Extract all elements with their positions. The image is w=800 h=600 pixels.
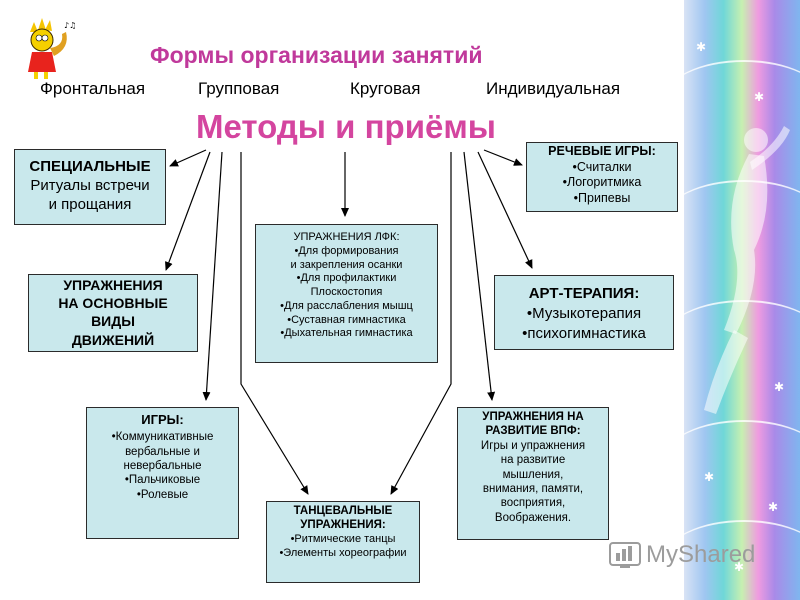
box-dance-head-line: УПРАЖНЕНИЯ: — [300, 519, 386, 532]
box-vpf-line: внимания, памяти, — [482, 482, 584, 495]
box-games-line: •Пальчиковые — [124, 474, 201, 487]
sparkle-icon: ✱ — [734, 560, 745, 574]
myshared-logo-text: MyShared — [646, 541, 756, 568]
box-basic-head-line: НА ОСНОВНЫЕ — [58, 295, 168, 312]
box-lfk-line: •Для расслабления мышц — [280, 299, 413, 312]
box-lfk: УПРАЖНЕНИЯ ЛФК: •Для формирования и закр… — [255, 224, 438, 363]
box-games-line: вербальные и — [125, 445, 200, 458]
arrow-to-special — [169, 149, 207, 167]
box-dance-line: •Ритмические танцы — [290, 532, 396, 545]
box-games-line: •Коммуникативные — [111, 431, 214, 444]
box-games: ИГРЫ: •Коммуникативные вербальные и неве… — [86, 407, 239, 539]
box-games-line: •Ролевые — [136, 488, 189, 501]
box-art-line: •Музыкотерапия — [526, 304, 642, 322]
box-lfk-line: и закрепления осанки — [290, 258, 403, 271]
form-frontal: Фронтальная — [40, 79, 146, 98]
box-dance-line: •Элементы хореографии — [279, 546, 407, 559]
box-lfk-line: •Для формирования — [294, 244, 399, 257]
methods-heading: Методы и приёмы — [196, 108, 496, 145]
sparkle-icon: ✱ — [704, 470, 715, 484]
dancer-silhouette-icon — [704, 126, 790, 414]
form-group: Групповая — [198, 79, 280, 98]
box-basic-head-line: ДВИЖЕНИЙ — [71, 331, 155, 348]
box-lfk-line: •Дыхательная гимнастика — [280, 327, 413, 340]
box-dance-head-line: ТАНЦЕВАЛЬНЫЕ — [293, 505, 393, 517]
box-games-line: невербальные — [123, 460, 202, 472]
box-vpf-line: на развитие — [500, 454, 566, 467]
box-special-line: Ритуалы встречи — [30, 176, 150, 194]
arrow-to-art — [477, 151, 533, 269]
box-vpf-line: Игры и упражнения — [480, 439, 586, 452]
box-special-head: СПЕЦИАЛЬНЫЕ — [29, 158, 151, 175]
box-art-head: АРТ-ТЕРАПИЯ: — [528, 285, 640, 302]
sparkle-icon: ✱ — [774, 380, 785, 394]
box-speech-head: РЕЧЕВЫЕ ИГРЫ: — [548, 144, 656, 158]
box-art-therapy: АРТ-ТЕРАПИЯ: •Музыкотерапия •психогимнас… — [494, 275, 674, 350]
box-vpf: УПРАЖНЕНИЯ НА РАЗВИТИЕ ВПФ: Игры и упраж… — [457, 407, 609, 540]
box-speech-line: •Припевы — [573, 190, 631, 205]
form-individual: Индивидуальная — [486, 79, 621, 98]
sparkle-icon: ✱ — [696, 40, 707, 54]
box-games-head: ИГРЫ: — [141, 412, 184, 427]
page-title: Формы организации занятий — [150, 42, 483, 68]
box-lfk-head: УПРАЖНЕНИЯ ЛФК: — [293, 231, 400, 243]
arrow-to-basic — [165, 151, 211, 271]
cartoon-girl-icon: ♪♫ — [28, 18, 76, 79]
box-lfk-line: •Для профилактики — [296, 272, 397, 285]
box-lfk-line: •Суставная гимнастика — [287, 313, 406, 326]
box-vpf-line: мышления, — [502, 468, 564, 481]
myshared-logo-icon — [609, 542, 641, 568]
box-basic-head-line: ВИДЫ — [91, 313, 135, 330]
box-lfk-line: Плоскостопия — [310, 286, 383, 298]
box-vpf-line: восприятия, — [500, 497, 566, 510]
box-vpf-head-line: РАЗВИТИЕ ВПФ: — [485, 425, 581, 438]
box-special: СПЕЦИАЛЬНЫЕ Ритуалы встречи и прощания — [14, 149, 166, 225]
box-speech-line: •Считалки — [572, 159, 632, 174]
box-vpf-head-line: УПРАЖНЕНИЯ НА — [482, 411, 584, 423]
box-basic-movements: УПРАЖНЕНИЯ НА ОСНОВНЫЕ ВИДЫ ДВИЖЕНИЙ — [28, 274, 198, 352]
form-circular: Круговая — [350, 79, 421, 98]
arrow-to-speech — [483, 149, 523, 166]
box-basic-head-line: УПРАЖНЕНИЯ — [63, 277, 163, 293]
box-speech-line: •Логоритмика — [562, 175, 642, 190]
arrow-to-games — [202, 151, 223, 401]
svg-text:♪♫: ♪♫ — [64, 21, 76, 30]
decorative-side-panel: ✱ ✱ ✱ ✱ ✱ ✱ — [684, 0, 800, 600]
sparkle-icon: ✱ — [754, 90, 765, 104]
sparkle-icon: ✱ — [768, 500, 779, 514]
box-vpf-line: Воображения. — [494, 511, 572, 524]
box-special-line: и прощания — [48, 195, 132, 213]
box-speech-games: РЕЧЕВЫЕ ИГРЫ: •Считалки •Логоритмика •Пр… — [526, 142, 678, 212]
box-dance: ТАНЦЕВАЛЬНЫЕ УПРАЖНЕНИЯ: •Ритмические та… — [266, 501, 420, 583]
box-art-line: •психогимнастика — [522, 324, 646, 342]
arrow-to-vpf — [463, 151, 496, 401]
